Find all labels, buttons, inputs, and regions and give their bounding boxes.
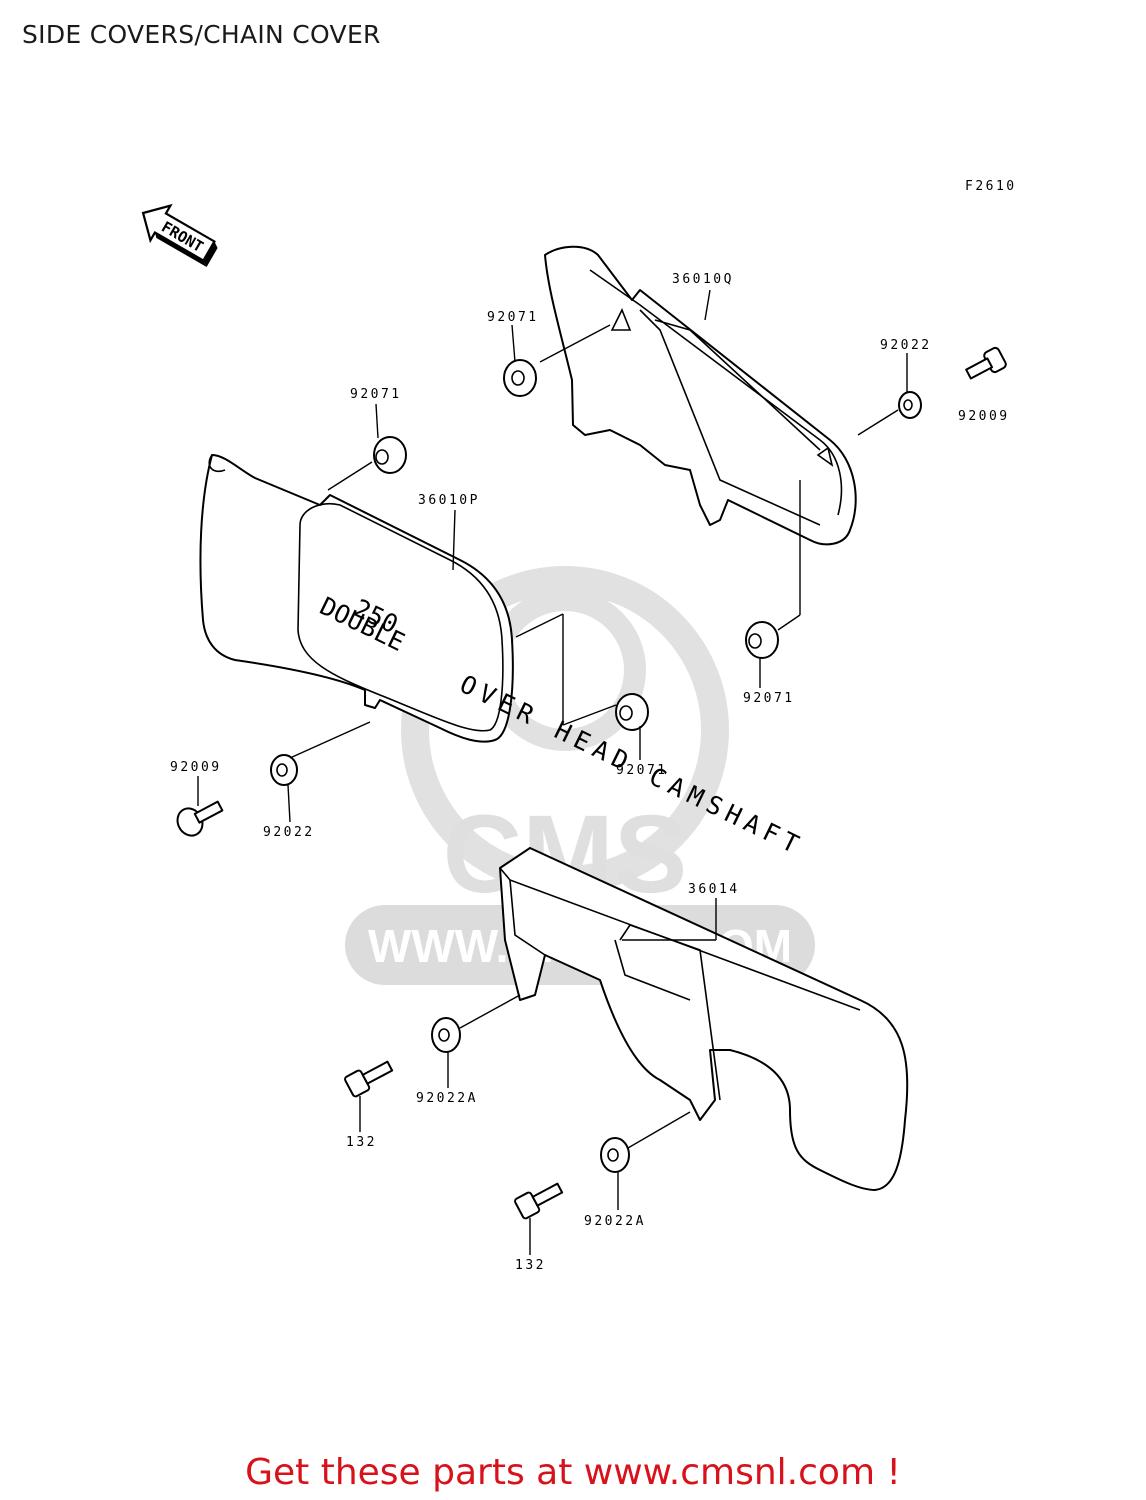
side-cover-right [544, 245, 857, 546]
chain-cover [499, 847, 909, 1191]
bolt-132-b [514, 1182, 564, 1220]
part-label: 92071 [487, 310, 539, 325]
part-label: 92022A [416, 1091, 478, 1106]
part-label: 36014 [688, 882, 740, 897]
figure-code: F2610 [965, 179, 1017, 194]
bolt-92009-b [176, 800, 224, 837]
part-label: 92022 [263, 825, 315, 840]
footer-link-text[interactable]: Get these parts at www.cmsnl.com ! [245, 1452, 901, 1493]
washer-92022A-a [431, 1017, 461, 1053]
part-label: 132 [515, 1258, 546, 1273]
part-label: 92022A [584, 1214, 646, 1229]
bolt-132-a [344, 1060, 394, 1098]
part-label: 92022 [880, 338, 932, 353]
page-title: SIDE COVERS/CHAIN COVER [22, 20, 381, 49]
part-labels: 36010Q 92071 92022 92009 92071 36010P 92… [170, 272, 1010, 1273]
grommet-92071-c [745, 621, 779, 659]
part-label: 36010Q [672, 272, 734, 287]
grommet-92071-d [615, 693, 649, 731]
washer-92022A-b [600, 1137, 630, 1173]
front-arrow-icon: FRONT [141, 203, 218, 267]
part-label: 92071 [616, 763, 668, 778]
part-label: 92009 [958, 409, 1010, 424]
grommet-92071-b [373, 436, 407, 474]
bolt-92009-a [965, 346, 1007, 380]
leader-lines [197, 289, 908, 1255]
washer-92022-a [898, 391, 922, 419]
part-label: 92009 [170, 760, 222, 775]
part-label: 92071 [350, 387, 402, 402]
part-label: 36010P [418, 493, 480, 508]
part-label: 92071 [743, 691, 795, 706]
grommet-92071-a [503, 359, 537, 397]
part-label: 132 [346, 1135, 377, 1150]
washer-92022-b [270, 754, 298, 786]
